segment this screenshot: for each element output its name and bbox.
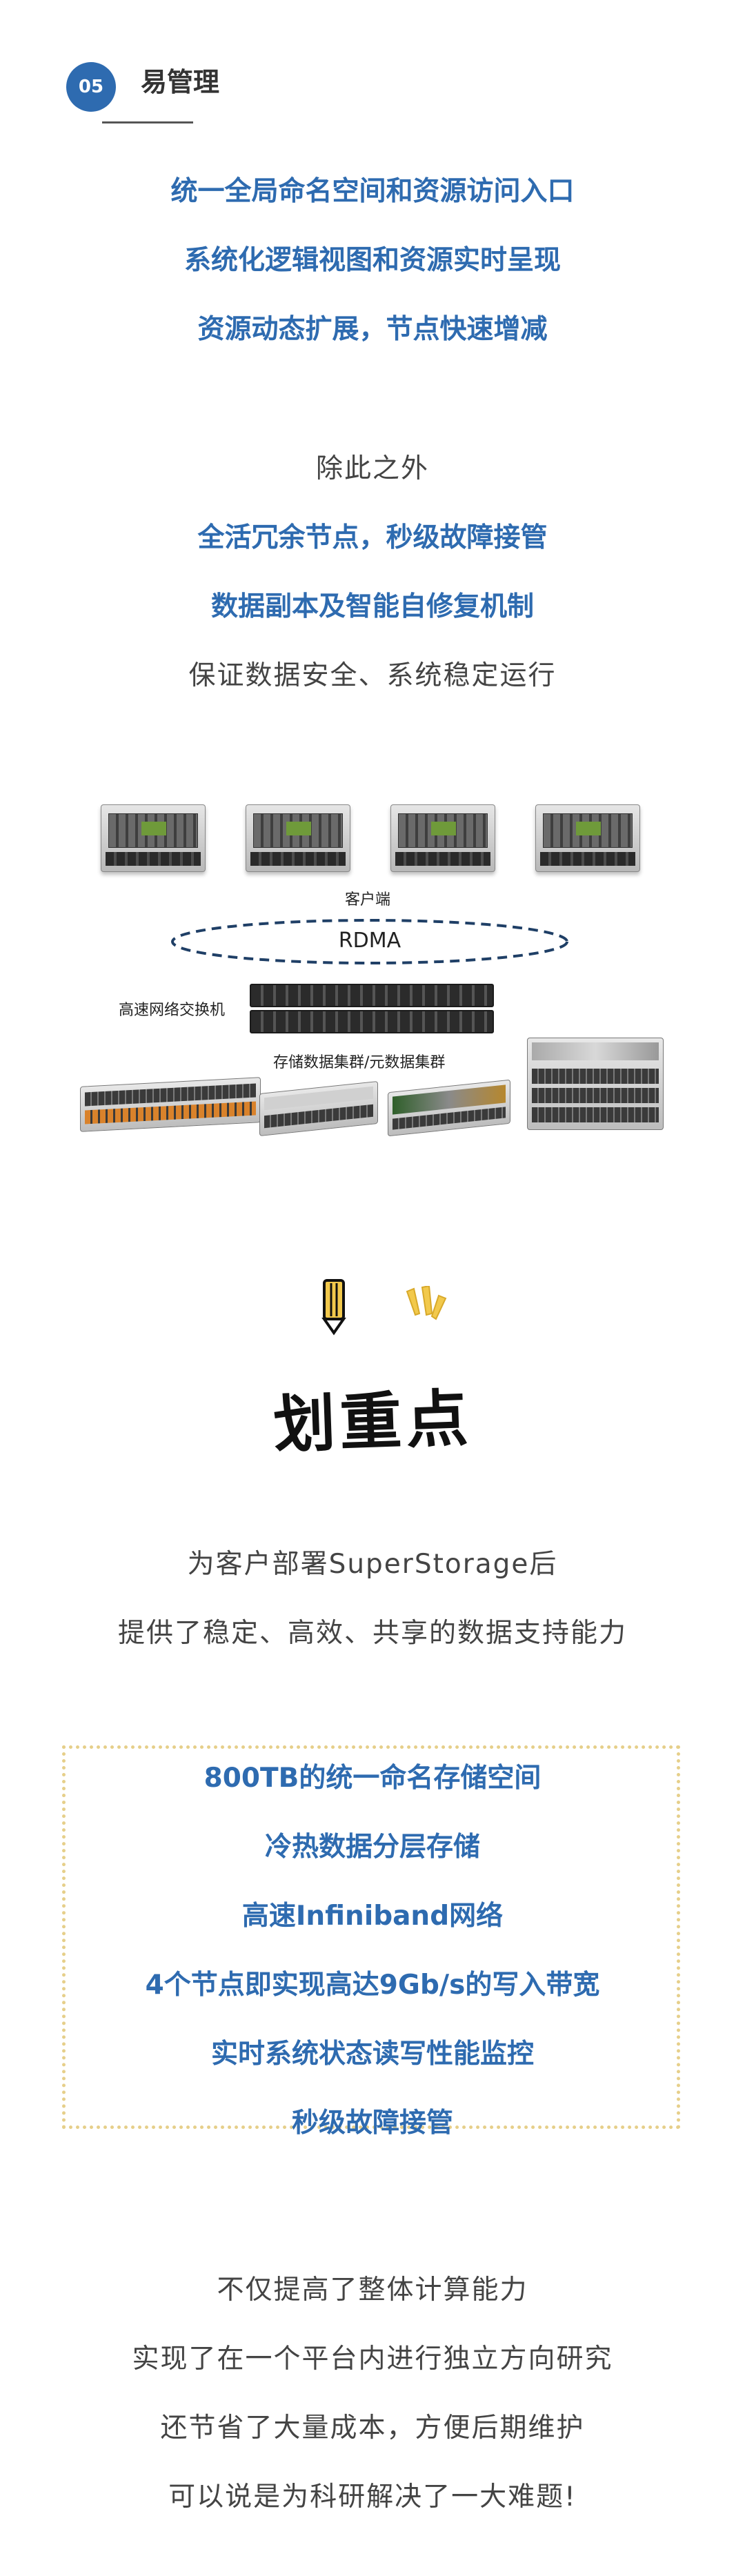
intro-line-3: 资源动态扩展，节点快速增减 [197,314,548,345]
storage-server-image [80,1077,261,1132]
rdma-label: RDMA [338,929,401,953]
summary-line-2: 提供了稳定、高效、共享的数据支持能力 [117,1618,627,1649]
client-server-image [246,804,350,872]
intro-line-2: 系统化逻辑视图和资源实时呈现 [183,245,561,276]
section-divider [102,121,193,123]
storage-server-image [527,1038,664,1130]
closing-line-1: 不仅提高了整体计算能力 [217,2275,528,2306]
besides-text: 除此之外 [315,453,429,484]
section-number-badge: 05 [66,62,116,112]
switch-label: 高速网络交换机 [119,1002,226,1019]
closing-line-3: 还节省了大量成本，方便后期维护 [160,2412,585,2444]
feature-item: 秒级故障接管 [291,2108,453,2139]
feature-item: 800TB的统一命名存储空间 [203,1763,542,1794]
safety-line: 保证数据安全、系统稳定运行 [188,660,557,691]
closing-line-4: 可以说是为科研解决了一大难题! [168,2481,577,2513]
client-server-image [535,804,640,872]
storage-server-image [259,1080,378,1137]
pencil-icon [321,1279,346,1336]
highlight-heading: 划重点 [272,1382,474,1462]
client-server-image [101,804,206,872]
storage-server-image [388,1079,510,1137]
feature-item: 4个节点即实现高达9Gb/s的写入带宽 [145,1970,600,2001]
features-box [62,1745,680,2129]
besides-line-1: 全活冗余节点，秒级故障接管 [197,522,548,553]
feature-item: 实时系统状态读写性能监控 [210,2039,534,2070]
architecture-diagram: 客户端 RDMA 高速网络交换机 存储数据集群/元数据集群 [69,800,676,1159]
summary-line-1: 为客户部署SuperStorage后 [187,1549,558,1580]
client-label: 客户端 [345,891,391,909]
feature-item: 高速Infiniband网络 [241,1901,504,1932]
sparkle-icon [406,1286,447,1320]
feature-item: 冷热数据分层存储 [264,1832,480,1863]
rdma-ellipse [171,919,568,964]
client-server-image [390,804,495,872]
besides-line-2: 数据副本及智能自修复机制 [210,591,534,622]
intro-line-1: 统一全局命名空间和资源访问入口 [170,176,575,207]
closing-line-2: 实现了在一个平台内进行独立方向研究 [132,2344,613,2375]
section-title: 易管理 [141,67,220,97]
network-switch-image [250,1010,494,1033]
storage-cluster-label: 存储数据集群/元数据集群 [273,1054,446,1071]
network-switch-image [250,984,494,1007]
